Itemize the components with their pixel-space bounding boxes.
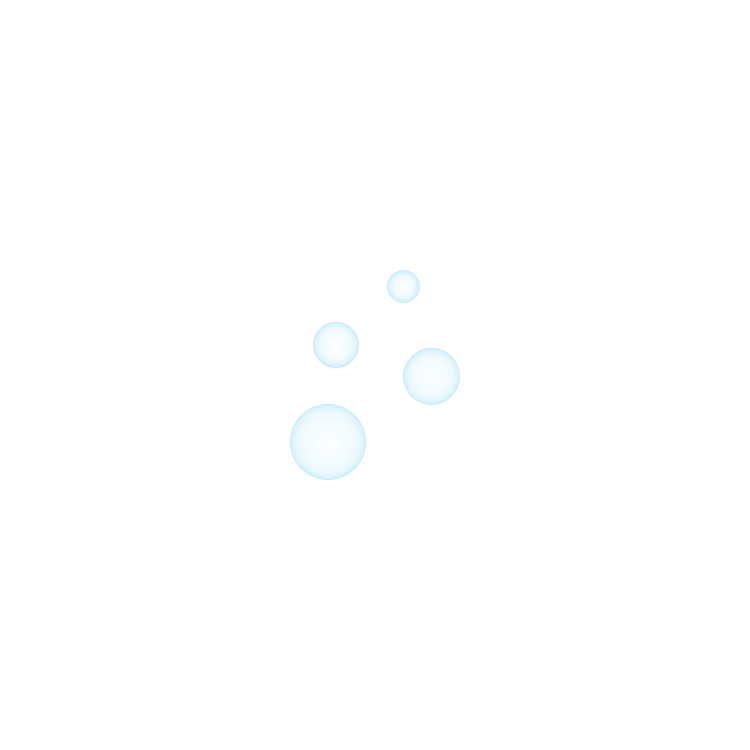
bubble-medium-right bbox=[403, 348, 460, 405]
bubble-medium-left bbox=[313, 322, 359, 368]
bubble-small bbox=[387, 270, 420, 303]
bubble-large bbox=[290, 404, 366, 480]
